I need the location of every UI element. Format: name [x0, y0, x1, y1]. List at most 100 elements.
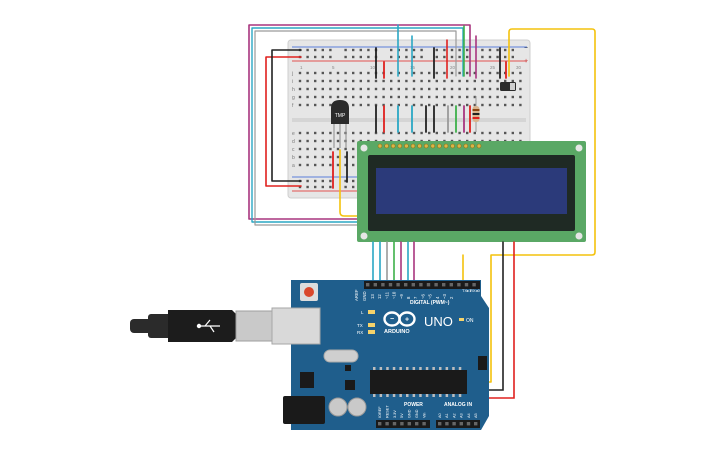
breadboard-hole: [397, 79, 400, 83]
header-hole: [442, 283, 446, 287]
capacitor: [347, 397, 367, 417]
icsp-header: [478, 356, 487, 370]
breadboard-hole: [466, 95, 469, 99]
breadboard-hole: [390, 87, 393, 91]
breadboard-hole: [450, 87, 454, 91]
breadboard-hole: [450, 103, 454, 107]
analog-pin-label: A0: [438, 413, 442, 418]
breadboard-hole: [443, 87, 446, 91]
header-hole: [400, 422, 404, 426]
breadboard-hole: [321, 103, 324, 107]
chip-leg: [373, 394, 376, 397]
lcd-mount-hole: [575, 232, 583, 240]
breadboard-hole: [359, 79, 362, 83]
rail-hole: [306, 55, 309, 59]
breadboard-hole: [329, 139, 332, 143]
led-rx-label: RX: [357, 330, 363, 335]
digital-pin-label: ~6: [420, 293, 425, 299]
breadboard-hole: [420, 95, 423, 99]
header-hole: [407, 422, 411, 426]
usb-cable: [130, 310, 273, 342]
chip-legs: [373, 367, 462, 397]
breadboard-hole: [352, 95, 355, 99]
lcd-pin: [437, 143, 442, 149]
breadboard-hole: [519, 79, 522, 83]
rail-hole: [344, 185, 347, 189]
column-label-5: 5: [332, 65, 335, 70]
header-hole: [445, 422, 449, 426]
rail-hole: [329, 185, 332, 189]
breadboard-hole: [336, 95, 340, 99]
digital-holes: [366, 283, 476, 287]
breadboard-hole: [321, 139, 324, 143]
breadboard-hole: [412, 79, 416, 83]
breadboard-hole: [481, 87, 484, 91]
rail-hole: [344, 48, 347, 52]
lcd-pin: [377, 143, 383, 149]
rail-hole: [352, 55, 355, 59]
rail-hole: [314, 179, 317, 183]
rail-hole: [435, 48, 438, 52]
chip-leg: [445, 367, 449, 370]
chip-leg: [439, 367, 442, 370]
rail-hole: [420, 48, 423, 52]
rail-hole: [321, 48, 324, 52]
breadboard-hole: [336, 139, 340, 143]
breadboard-hole: [306, 131, 309, 135]
crystal: [323, 349, 359, 363]
usb-plug-metal: [235, 310, 273, 342]
breadboard-hole: [352, 155, 355, 159]
reset-button-cap: [304, 287, 314, 297]
breadboard-hole: [314, 95, 317, 99]
breadboard-hole: [367, 103, 370, 107]
breadboard-hole: [298, 87, 302, 91]
rail-hole: [352, 179, 355, 183]
breadboard-hole: [435, 79, 438, 83]
lcd-pin: [456, 143, 462, 149]
breadboard-hole: [367, 79, 370, 83]
slide-switch: [500, 82, 516, 91]
breadboard-hole: [344, 71, 347, 75]
breadboard-hole: [412, 71, 416, 75]
chip-leg: [392, 394, 396, 397]
breadboard-hole: [481, 79, 484, 83]
lcd-pin: [384, 143, 389, 149]
lcd-pin: [463, 143, 469, 149]
header-hole: [466, 422, 471, 426]
rail-hole: [466, 55, 469, 59]
rail-hole: [488, 48, 492, 52]
breadboard-hole: [397, 95, 400, 99]
header-hole: [457, 283, 461, 287]
breadboard-hole: [435, 71, 438, 75]
breadboard-hole: [306, 155, 309, 159]
led-l-label: L: [361, 310, 364, 315]
on-label: ON: [466, 318, 474, 324]
breadboard-hole: [481, 71, 484, 75]
rail-hole: [306, 179, 309, 183]
wire-yellow-sensor: [339, 149, 359, 217]
rail-hole: [314, 55, 317, 59]
breadboard-hole: [329, 131, 332, 135]
rail-hole: [352, 185, 355, 189]
chip-leg: [412, 394, 416, 397]
breadboard-hole: [458, 103, 461, 107]
svg-text:+: +: [405, 317, 409, 324]
header-hole: [392, 422, 397, 426]
rail-hole: [504, 55, 507, 59]
led-tx-label: TX: [357, 323, 363, 328]
chip-leg: [373, 367, 376, 370]
rail-hole: [511, 48, 514, 52]
rail-hole: [435, 55, 438, 59]
lcd-mount-hole: [360, 144, 368, 152]
resistor: [472, 96, 480, 132]
breadboard-hole: [504, 79, 507, 83]
digital-pin-label: ~10: [392, 291, 397, 299]
digital-header-label: DIGITAL (PWM~): [410, 300, 450, 306]
breadboard-jumpers: [332, 35, 507, 189]
breadboard-hole: [504, 95, 507, 99]
lcd-pins: [377, 143, 482, 149]
gnd-label: GND: [362, 291, 367, 301]
column-label-30: 30: [516, 65, 522, 70]
breadboard-hole: [458, 79, 461, 83]
